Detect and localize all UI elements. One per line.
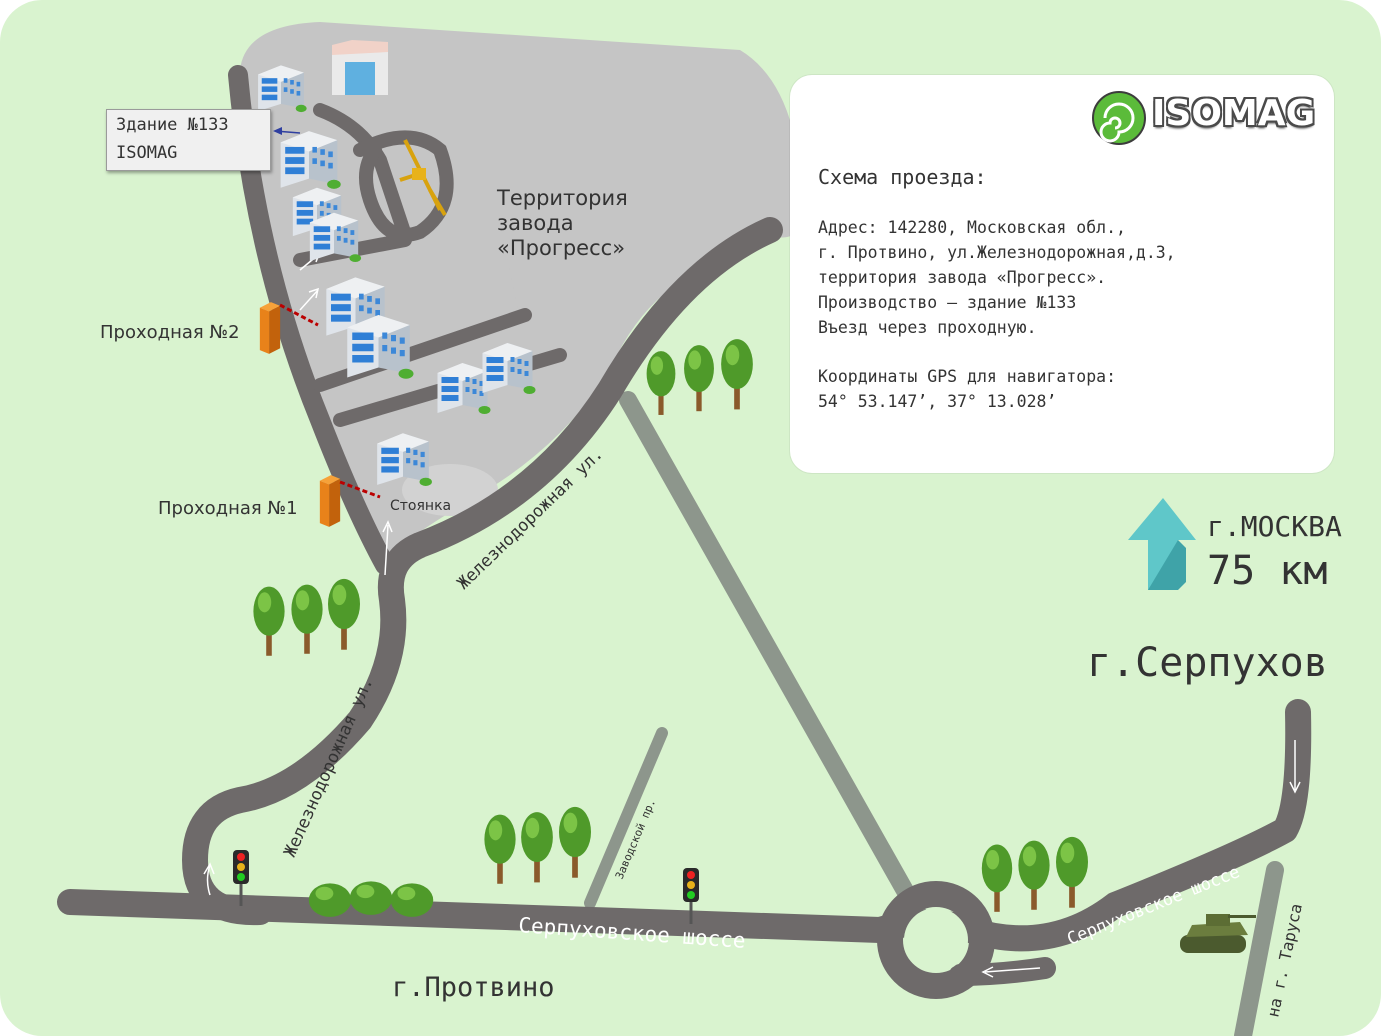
bush-icon (390, 883, 434, 917)
barrier-gate-icon (259, 302, 281, 354)
crane-icon (399, 139, 447, 217)
factory-label-line-1: Территория (497, 186, 628, 210)
address-line: Производство — здание №133 (818, 293, 1077, 312)
gps-label: Координаты GPS для навигатора: (818, 367, 1117, 386)
gate-2-label: Проходная №2 (100, 322, 240, 343)
building-callout: Здание №133 ISOMAG (106, 109, 271, 171)
address-line: г. Протвино, ул.Железнодорожная,д.3, (818, 243, 1176, 262)
isomag-logo: ISOMAG (1090, 89, 1315, 149)
secondary-roads (584, 391, 1284, 1036)
factory-label: Территория завода «Прогресс» (497, 186, 628, 261)
roundabout (877, 881, 995, 999)
barrier-gate-icon (319, 475, 341, 527)
tank-icon (1180, 914, 1256, 953)
factory-label-line-3: «Прогресс» (497, 236, 626, 260)
parking-label: Стоянка (390, 498, 452, 514)
info-heading: Схема проезда: (818, 165, 987, 189)
nautilus-shell-icon (1092, 91, 1146, 145)
info-card: ISOMAG Схема проезда: Адрес: 142280, Мос… (790, 75, 1334, 473)
moscow-label: г.МОСКВА (1207, 510, 1342, 543)
buildings (258, 40, 536, 486)
address-line: Въезд через проходную. (818, 318, 1037, 337)
gate-1-label: Проходная №1 (158, 498, 298, 519)
address-line: Адрес: 142280, Московская обл., (818, 218, 1126, 237)
up-arrow-icon (1128, 498, 1196, 590)
gps-value: 54° 53.147’, 37° 13.028’ (818, 392, 1057, 411)
serpukhov-label: г.Серпухов (1087, 640, 1328, 686)
address-line: территория завода «Прогресс». (818, 268, 1107, 287)
barrier-arm (279, 303, 319, 327)
bush-icon (308, 883, 352, 917)
callout-line-1: Здание №133 (116, 115, 229, 135)
barrier-arm (339, 480, 381, 499)
factory-label-line-2: завода (497, 211, 574, 235)
protvino-label: г.Протвино (392, 972, 555, 1003)
direction-arrows (203, 253, 1301, 978)
address-block: Адрес: 142280, Московская обл., г. Протв… (818, 215, 1176, 340)
bush-icon (349, 881, 393, 915)
logo-text: ISOMAG (1152, 93, 1316, 134)
callout-line-2: ISOMAG (116, 143, 178, 163)
moscow-distance: 75 км (1207, 548, 1328, 594)
